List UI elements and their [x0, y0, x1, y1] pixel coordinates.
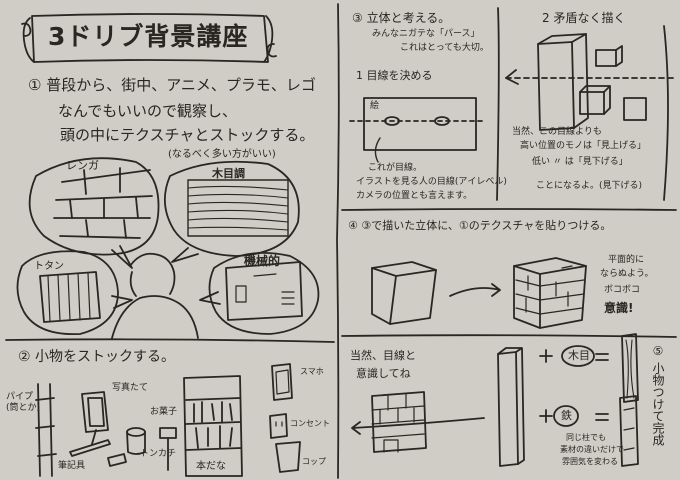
photo-frame-drawing: [82, 392, 108, 444]
plain-pillar: [498, 348, 524, 466]
brick-label: レンガ: [66, 160, 99, 171]
tin-label: トタン: [34, 262, 64, 272]
eye-note2: イラストを見る人の目線(アイレベル): [356, 178, 507, 187]
divider-right-mid: [342, 209, 676, 210]
outlet-label: コンセント: [290, 420, 330, 428]
material-note1: 同じ柱でも: [566, 434, 606, 442]
eye-note1: これが目線。: [368, 164, 422, 173]
divider-right-top-split: [497, 8, 499, 200]
plus-wood-label: 木目: [568, 350, 590, 361]
eye-note3: カメラの位置とも言えます。: [356, 192, 472, 201]
brick-bubble: [30, 158, 159, 268]
wood-pillar: [622, 334, 638, 402]
phone-drawing: [272, 364, 292, 400]
step1-note: (なるべく多い方がいい): [168, 150, 276, 160]
side-note4: ことになるよ。(見下げる): [536, 182, 642, 191]
wood-label: 木目調: [212, 168, 245, 179]
side-note1: 当然、この目線よりも: [512, 128, 602, 137]
shelf-label: 本だな: [196, 462, 226, 472]
plain-cube: [372, 262, 436, 324]
pen-label: 筆記具: [58, 462, 85, 471]
side-note2: 高い位置のモノは「見上げる」: [520, 142, 646, 151]
phone-label: スマホ: [300, 368, 324, 376]
material-note2: 素材の違いだけで: [560, 446, 624, 454]
right-edge-bracket: [664, 26, 668, 200]
frame-label: 写真たて: [112, 384, 148, 393]
iron-pillar: [620, 396, 638, 466]
step3-heading: ③ 立体と考える。: [352, 12, 450, 24]
material-note3: 雰囲気を変わる: [562, 458, 618, 466]
person-head: [112, 254, 198, 338]
page-title: 3ドリブ背景講座: [48, 24, 248, 49]
box-label: 絵: [370, 102, 379, 111]
step3-sub1: みんなニガテな「パース」: [372, 30, 480, 39]
step3-sub2: これはとっても大切。: [400, 44, 489, 53]
eraser-drawing: [108, 454, 126, 466]
bottom-note1: 当然、目線と: [350, 350, 416, 361]
bumpy-note3: ボコボコ: [604, 286, 640, 295]
divider-vertical: [337, 4, 339, 478]
brick-wall-drawing: [372, 392, 426, 452]
hammer-label: トンカチ: [140, 450, 176, 459]
arrow-right: [450, 284, 500, 296]
outlet-drawing: [270, 414, 287, 438]
plus-iron-label: 鉄: [561, 410, 572, 421]
step2-heading: ② 小物をストックする。: [18, 350, 175, 364]
sub2-heading: 2 矛盾なく描く: [542, 12, 625, 24]
cup-label: コップ: [302, 458, 326, 466]
divider-left-bottom: [6, 339, 334, 342]
bumpy-note1: 平面的に: [608, 256, 644, 265]
bumpy-note2: ならぬよう。: [600, 270, 653, 279]
step1-line2: なんでもいいので観察し、: [58, 104, 237, 119]
bottom-note2: 意識してね: [356, 368, 411, 379]
step1-line1: ① 普段から、街中、アニメ、プラモ、レゴ: [28, 78, 316, 93]
machine-label: 機械的: [244, 255, 280, 267]
perspective-diagram: [506, 34, 676, 130]
pipe-label: パイプ (筒とか): [6, 392, 40, 414]
cup-drawing: [276, 442, 300, 472]
sub1-heading: 1 目線を決める: [356, 70, 433, 81]
step5-heading: ⑤ 小物つけて完成: [652, 344, 664, 446]
brick-cube: [514, 258, 586, 328]
snack-label: お菓子: [150, 408, 177, 417]
side-note3: 低い 〃 は「見下げる」: [532, 158, 628, 167]
step1-line3: 頭の中にテクスチャとストックする。: [60, 128, 314, 143]
pen-drawing: [70, 440, 110, 456]
step4-heading: ④ ③で描いた立体に、①のテクスチャを貼りつける。: [348, 220, 611, 231]
bumpy-note4: 意識!: [604, 302, 633, 314]
